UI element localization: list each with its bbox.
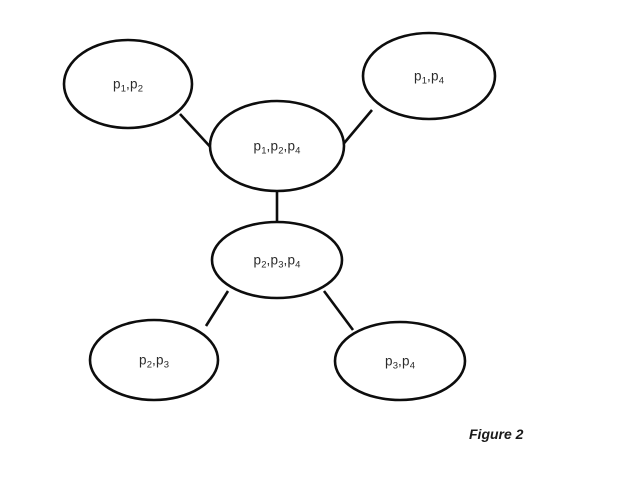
edge-p2p3p4-to-p2p3 [204,290,230,327]
node-p2-p3-p4-label: p2,p3,p4 [253,252,301,270]
node-p1-p2-label: p1,p2 [113,76,143,94]
edge-p2p3p4-to-p3p4 [322,290,355,331]
node-p1-p2[interactable] [62,38,194,130]
node-p1-p2-p4-label: p1,p2,p4 [253,138,301,156]
node-p1-p4[interactable] [361,31,497,121]
node-p3-p4[interactable] [333,320,467,402]
node-p2-p3[interactable] [88,318,220,402]
node-p1-p2-p4[interactable] [208,99,346,193]
nodes-group [62,31,497,402]
node-p3-p4-label: p3,p4 [385,353,415,371]
edge-p1p4-to-p1p2p4 [339,109,373,149]
node-p2-p3-p4[interactable] [210,220,344,300]
figure-caption: Figure 2 [469,426,524,442]
node-p1-p4-label: p1,p4 [414,68,444,86]
node-p2-p3-label: p2,p3 [139,352,169,370]
